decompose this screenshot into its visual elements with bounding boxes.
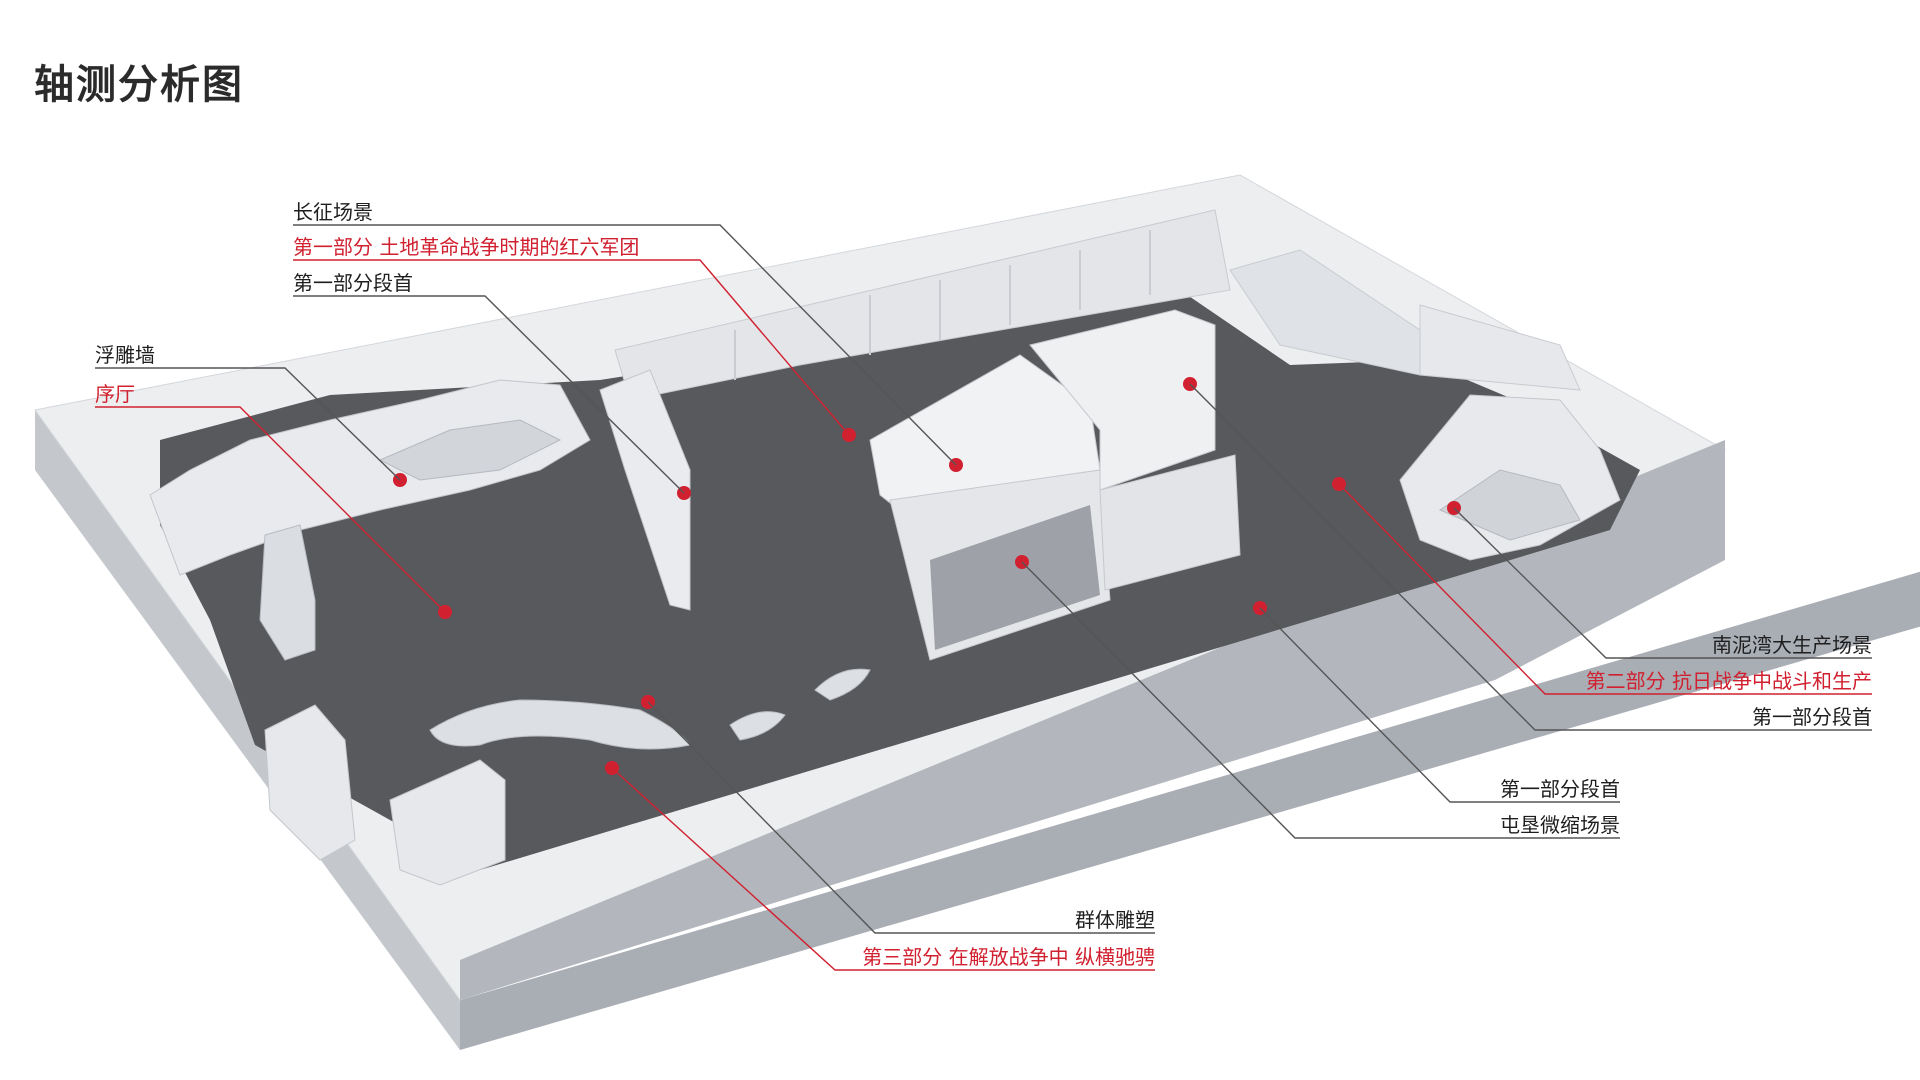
central-booth-floor: [930, 505, 1100, 650]
leader-nanniwan: [1453, 507, 1872, 659]
pillar-sculpture: [259, 524, 316, 661]
right-booth-front: [1099, 454, 1241, 591]
leader-changzheng: [293, 224, 957, 466]
leader-part1-head-right: [1189, 383, 1872, 731]
leader-tunken: [1021, 561, 1620, 839]
label-part1-head-top: 第一部分段首: [293, 271, 413, 295]
leader-part1-title: [293, 259, 850, 436]
label-group-sculpture: 群体雕塑: [1075, 908, 1155, 932]
page-title: 轴测分析图: [34, 62, 244, 108]
label-nanniwan-scene: 南泥湾大生产场景: [1712, 633, 1872, 657]
label-part2-title: 第二部分 抗日战争中战斗和生产: [1585, 669, 1872, 693]
front-left-partition: [264, 704, 356, 861]
leader-lines: [95, 224, 1872, 971]
slab-front-face: [460, 571, 1920, 1050]
rock-1: [729, 711, 786, 741]
leader-relief-wall: [95, 367, 401, 481]
label-part1-head-right: 第一部分段首: [1752, 705, 1872, 729]
curved-partition: [599, 369, 691, 611]
right-wall: [1419, 304, 1581, 391]
label-part3-title: 第三部分 在解放战争中 纵横驰骋: [862, 945, 1155, 969]
label-relief-wall: 浮雕墙: [95, 343, 155, 367]
leader-part1-head-lower: [1259, 607, 1620, 803]
slab-left-face: [35, 410, 460, 1050]
front-left-partition-2: [389, 759, 506, 886]
leader-part2: [1338, 483, 1872, 695]
label-part1-head-lower: 第一部分段首: [1500, 777, 1620, 801]
leader-part1-head-top: [293, 295, 685, 494]
relief-sculpture: [378, 419, 562, 481]
leader-prelude-hall: [95, 406, 446, 613]
leader-part3: [611, 767, 1155, 971]
label-tunken-miniature: 屯垦微缩场景: [1500, 813, 1620, 837]
rock-2: [814, 668, 871, 701]
nanniwan-scene: [1438, 469, 1581, 541]
label-changzheng-scene: 长征场景: [293, 200, 373, 224]
label-part1-title: 第一部分 土地革命战争时期的红六军团: [293, 235, 640, 259]
label-prelude-hall: 序厅: [95, 382, 135, 406]
leader-group-sculpture: [647, 701, 1155, 934]
right-booth-top: [1029, 309, 1216, 491]
back-wall-panels: [734, 230, 1151, 380]
